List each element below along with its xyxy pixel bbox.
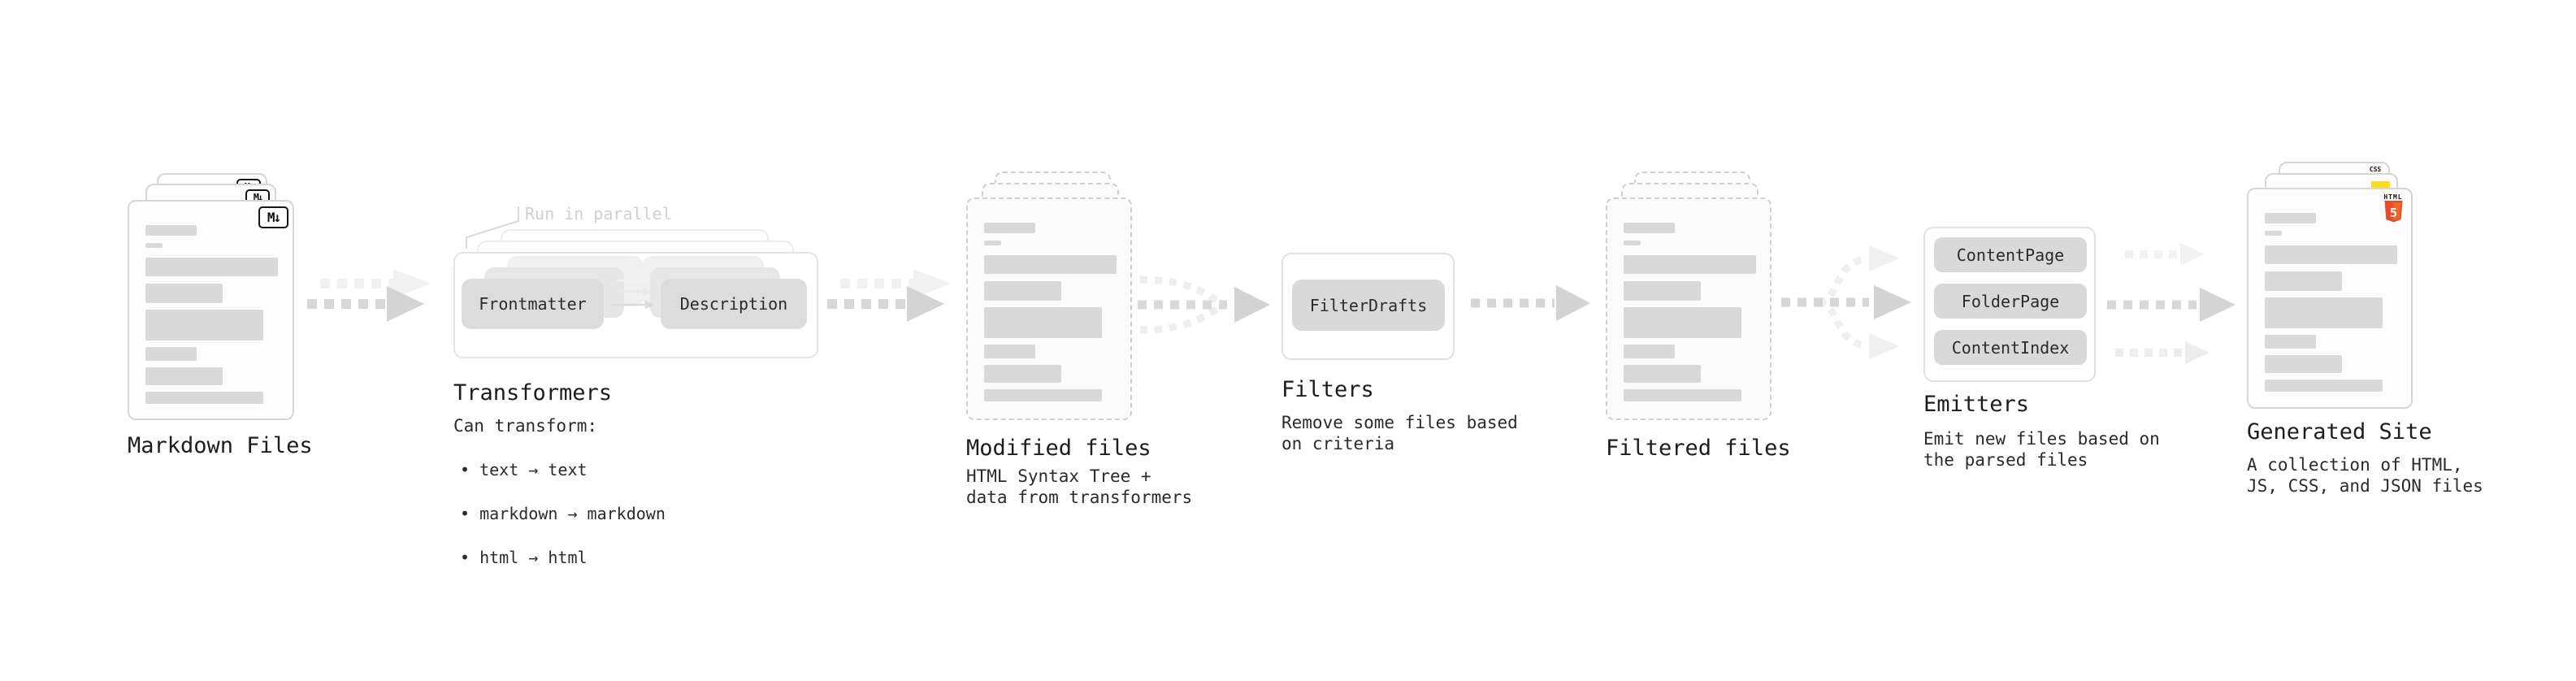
folderpage-pill: FolderPage <box>1934 284 2087 319</box>
filterdrafts-pill-label: FilterDrafts <box>1309 295 1428 315</box>
parallel-arrows-icon <box>611 276 655 309</box>
placeholder-bar <box>1624 365 1701 383</box>
placeholder-bar <box>2265 380 2383 392</box>
transformers-bullet-list: • text → text • markdown → markdown • ht… <box>460 437 666 591</box>
callout-line <box>466 206 519 249</box>
frontmatter-pill-label: Frontmatter <box>479 294 587 314</box>
flow-arrow-transformers-to-modified <box>827 269 951 322</box>
placeholder-bar <box>2265 297 2383 328</box>
placeholder-bar <box>145 367 223 385</box>
placeholder-bar <box>1624 255 1756 274</box>
placeholder-bar <box>1624 241 1641 245</box>
run-in-parallel-annotation: Run in parallel <box>525 204 672 223</box>
placeholder-bar <box>2265 245 2397 264</box>
modified-files-subtitle: HTML Syntax Tree + data from transformer… <box>966 466 1193 507</box>
document-content-placeholder <box>145 225 278 404</box>
flow-arrow-filters-to-filtered <box>1471 285 1590 321</box>
placeholder-bar <box>984 281 1061 301</box>
markdown-icon: M↓ <box>258 206 288 228</box>
placeholder-bar <box>145 392 263 404</box>
contentpage-pill: ContentPage <box>1934 237 2087 272</box>
modified-files-title: Modified files <box>966 436 1151 461</box>
description-pill-label: Description <box>679 294 788 314</box>
placeholder-bar <box>984 223 1035 233</box>
transformers-title: Transformers <box>453 380 613 406</box>
folderpage-pill-label: FolderPage <box>1961 291 2060 311</box>
placeholder-bar <box>145 310 263 340</box>
html5-icon: HTML 5 <box>2382 193 2405 228</box>
html5-shield-icon: 5 <box>2383 201 2403 223</box>
document-content-placeholder <box>984 223 1117 401</box>
filtered-files-title: Filtered files <box>1606 436 1791 461</box>
placeholder-bar <box>1624 307 1741 338</box>
placeholder-bar <box>145 243 163 248</box>
document-card: M↓ <box>128 200 294 420</box>
placeholder-bar <box>984 255 1117 274</box>
transform-bullet: • text → text <box>460 460 588 479</box>
placeholder-bar <box>984 389 1102 401</box>
css-icon-label: CSS <box>2369 166 2382 173</box>
emitters-title: Emitters <box>1923 392 2030 417</box>
placeholder-bar <box>1624 345 1675 358</box>
placeholder-bar <box>984 241 1001 245</box>
flow-arrow-markdown-to-transformers <box>307 269 431 322</box>
placeholder-bar <box>2265 271 2342 291</box>
document-content-placeholder <box>1624 223 1756 401</box>
placeholder-bar <box>1624 223 1675 233</box>
transformers-subtitle: Can transform: <box>453 416 598 436</box>
frontmatter-pill: Frontmatter <box>462 279 604 329</box>
html5-icon-label: HTML <box>2383 193 2403 201</box>
transform-bullet: • html → html <box>460 548 588 567</box>
placeholder-bar <box>2265 335 2316 349</box>
placeholder-bar <box>145 225 197 236</box>
filters-title: Filters <box>1281 377 1374 402</box>
transform-bullet: • markdown → markdown <box>460 504 666 523</box>
generated-site-subtitle: A collection of HTML, JS, CSS, and JSON … <box>2247 455 2483 496</box>
placeholder-bar <box>145 284 223 303</box>
placeholder-bar <box>1624 281 1701 301</box>
svg-text:5: 5 <box>2389 206 2396 220</box>
document-card <box>966 197 1132 420</box>
flow-arrow-modified-to-filters <box>1138 275 1270 334</box>
description-pill: Description <box>661 279 807 329</box>
markdown-icon-label: M↓ <box>267 210 281 225</box>
placeholder-bar <box>2265 213 2316 223</box>
markdown-files-title: Markdown Files <box>128 433 313 458</box>
contentpage-pill-label: ContentPage <box>1956 245 2065 265</box>
contentindex-pill: ContentIndex <box>1934 330 2087 365</box>
document-card <box>1606 197 1772 420</box>
placeholder-bar <box>2265 231 2282 236</box>
placeholder-bar <box>145 258 278 276</box>
filters-subtitle: Remove some files based on criteria <box>1281 413 1518 453</box>
contentindex-pill-label: ContentIndex <box>1951 337 2070 358</box>
filterdrafts-pill: FilterDrafts <box>1292 280 1445 331</box>
placeholder-bar <box>1624 389 1741 401</box>
placeholder-bar <box>984 307 1102 338</box>
placeholder-bar <box>145 347 197 361</box>
document-content-placeholder <box>2265 213 2397 392</box>
flow-arrow-filtered-to-emitters <box>1781 245 1911 359</box>
placeholder-bar <box>984 365 1061 383</box>
placeholder-bar <box>984 345 1035 358</box>
flow-arrow-emitters-to-generated <box>2107 243 2236 364</box>
generated-site-title: Generated Site <box>2247 419 2432 445</box>
placeholder-bar <box>2265 355 2342 373</box>
document-card-html: HTML 5 <box>2247 188 2413 409</box>
emitters-subtitle: Emit new files based on the parsed files <box>1923 429 2160 470</box>
